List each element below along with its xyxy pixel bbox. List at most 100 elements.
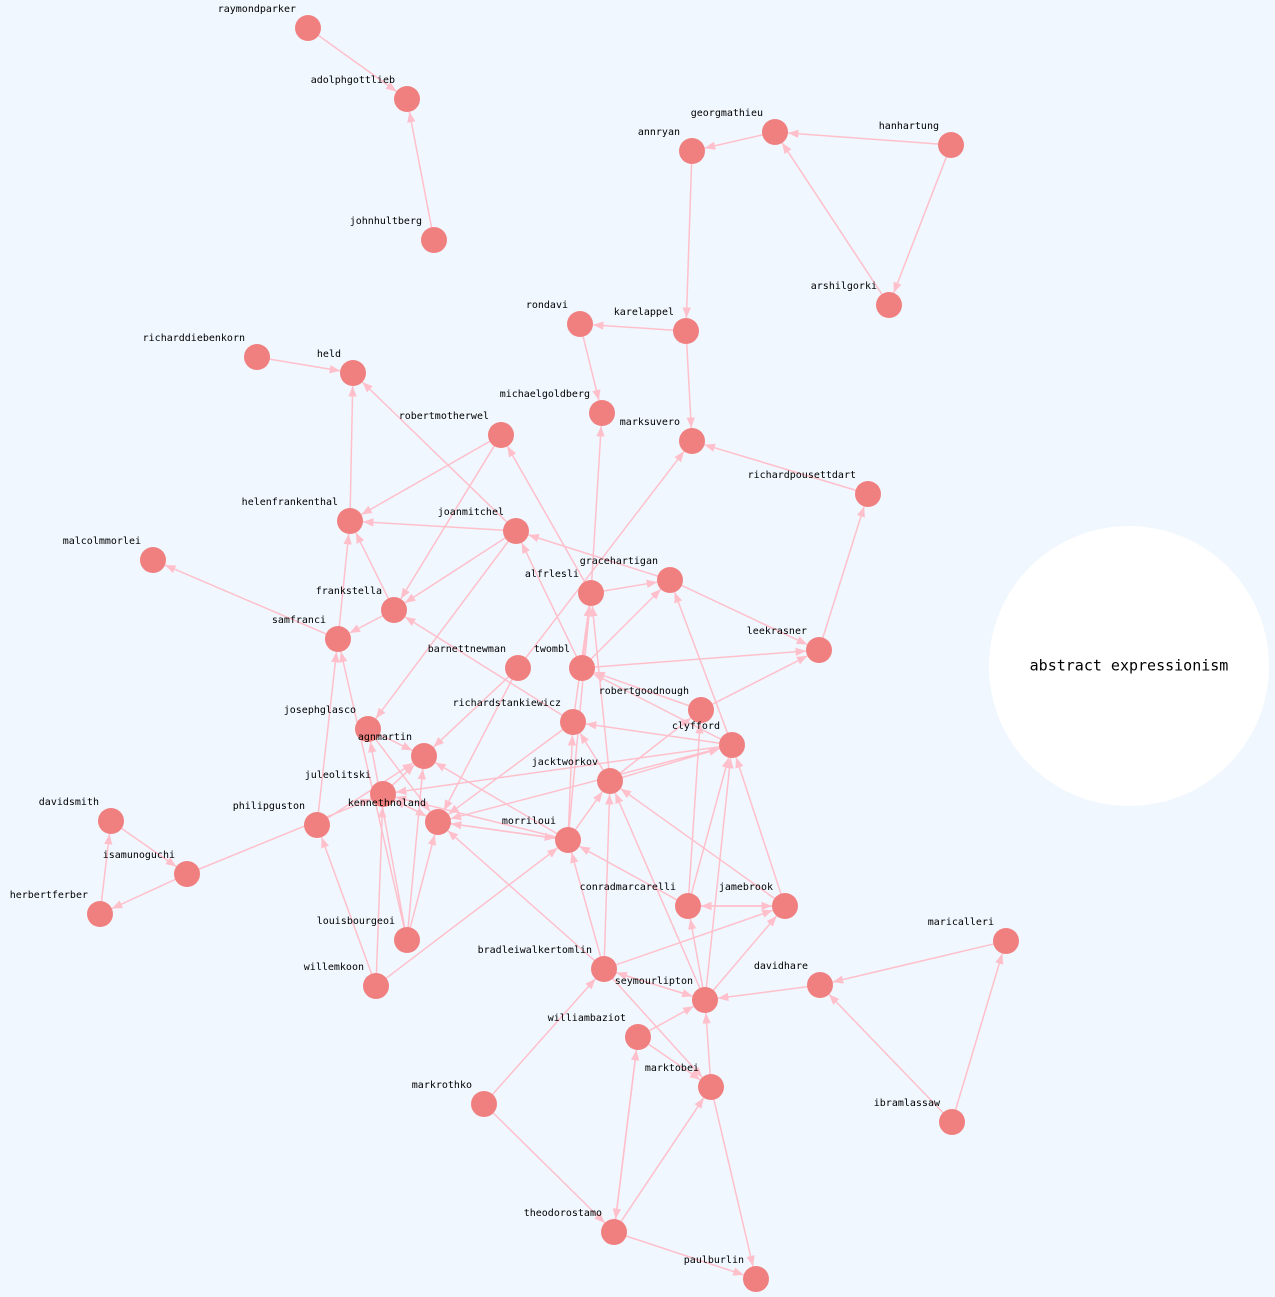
node-helenfrankenthal[interactable]: helenfrankenthal [242, 497, 363, 534]
node-raymondparker[interactable]: raymondparker [218, 4, 321, 41]
node-malcolmmorlei[interactable]: malcolmmorlei [63, 536, 166, 573]
node-juleolitski[interactable]: juleolitski [305, 770, 396, 807]
node-circle[interactable] [295, 15, 321, 41]
node-marksuvero[interactable]: marksuvero [620, 417, 705, 454]
node-circle[interactable] [325, 626, 351, 652]
node-circle[interactable] [569, 655, 595, 681]
node-circle[interactable] [625, 1024, 651, 1050]
node-circle[interactable] [591, 956, 617, 982]
node-frankstella[interactable]: frankstella [316, 586, 407, 623]
node-louisbourgeoi[interactable]: louisbourgeoi [317, 916, 420, 953]
node-circle[interactable] [337, 508, 363, 534]
node-philipguston[interactable]: philipguston [233, 801, 330, 838]
node-conradmarcarelli[interactable]: conradmarcarelli [580, 882, 701, 919]
node-annryan[interactable]: annryan [638, 127, 705, 164]
node-circle[interactable] [555, 827, 581, 853]
node-circle[interactable] [939, 1109, 965, 1135]
node-maricalleri[interactable]: maricalleri [928, 917, 1019, 954]
node-circle[interactable] [772, 893, 798, 919]
node-gracehartigan[interactable]: gracehartigan [580, 556, 683, 593]
node-michaelgoldberg[interactable]: michaelgoldberg [500, 389, 615, 426]
node-circle[interactable] [411, 743, 437, 769]
node-joanmitchel[interactable]: joanmitchel [438, 507, 529, 544]
node-georgmathieu[interactable]: georgmathieu [691, 108, 788, 145]
node-circle[interactable] [688, 697, 714, 723]
node-circle[interactable] [381, 597, 407, 623]
node-circle[interactable] [679, 138, 705, 164]
node-bradleiwalkertomlin[interactable]: bradleiwalkertomlin [478, 945, 617, 982]
node-rondavi[interactable]: rondavi [526, 300, 593, 337]
node-circle[interactable] [425, 809, 451, 835]
node-richardpousettdart[interactable]: richardpousettdart [748, 470, 881, 507]
node-alfrlesli[interactable]: alfrlesli [525, 569, 604, 606]
node-circle[interactable] [597, 768, 623, 794]
node-davidhare[interactable]: davidhare [754, 961, 833, 998]
node-circle[interactable] [244, 344, 270, 370]
node-robertgoodnough[interactable]: robertgoodnough [599, 686, 714, 723]
node-adolphgottlieb[interactable]: adolphgottlieb [311, 75, 420, 112]
node-circle[interactable] [855, 481, 881, 507]
node-circle[interactable] [806, 637, 832, 663]
node-circle[interactable] [363, 973, 389, 999]
node-circle[interactable] [719, 732, 745, 758]
node-ibramlassaw[interactable]: ibramlassaw [874, 1098, 965, 1135]
node-johnhultberg[interactable]: johnhultberg [350, 216, 447, 253]
node-circle[interactable] [567, 311, 593, 337]
node-circle[interactable] [503, 518, 529, 544]
node-circle[interactable] [692, 987, 718, 1013]
node-circle[interactable] [601, 1219, 627, 1245]
node-samfranci[interactable]: samfranci [272, 615, 351, 652]
node-circle[interactable] [355, 716, 381, 742]
node-circle[interactable] [488, 422, 514, 448]
node-circle[interactable] [762, 119, 788, 145]
node-circle[interactable] [876, 292, 902, 318]
node-twombl[interactable]: twombl [534, 644, 595, 681]
node-herbertferber[interactable]: herbertferber [10, 890, 113, 927]
node-circle[interactable] [938, 132, 964, 158]
node-circle[interactable] [675, 893, 701, 919]
node-kennethnoland[interactable]: kennethnoland [348, 798, 451, 835]
node-barnettnewman[interactable]: barnettnewman [428, 644, 531, 681]
node-leekrasner[interactable]: leekrasner [747, 626, 832, 663]
node-seymourlipton[interactable]: seymourlipton [615, 976, 718, 1013]
node-circle[interactable] [370, 781, 396, 807]
node-circle[interactable] [174, 861, 200, 887]
node-circle[interactable] [698, 1074, 724, 1100]
node-davidsmith[interactable]: davidsmith [39, 797, 124, 834]
node-hanhartung[interactable]: hanhartung [879, 121, 964, 158]
node-circle[interactable] [505, 655, 531, 681]
node-circle[interactable] [673, 318, 699, 344]
node-clyfford[interactable]: clyfford [672, 721, 745, 758]
node-circle[interactable] [578, 580, 604, 606]
node-held[interactable]: held [317, 349, 366, 386]
node-marktobei[interactable]: marktobei [645, 1063, 724, 1100]
node-circle[interactable] [589, 400, 615, 426]
node-circle[interactable] [140, 547, 166, 573]
node-circle[interactable] [657, 567, 683, 593]
node-richardstankiewicz[interactable]: richardstankiewicz [453, 698, 586, 735]
node-willemkoon[interactable]: willemkoon [304, 962, 389, 999]
node-circle[interactable] [304, 812, 330, 838]
node-circle[interactable] [471, 1091, 497, 1117]
node-circle[interactable] [743, 1266, 769, 1292]
node-williambaziot[interactable]: williambaziot [548, 1013, 651, 1050]
node-circle[interactable] [993, 928, 1019, 954]
node-paulburlin[interactable]: paulburlin [684, 1255, 769, 1292]
node-circle[interactable] [679, 428, 705, 454]
node-circle[interactable] [560, 709, 586, 735]
node-circle[interactable] [807, 972, 833, 998]
node-josephglasco[interactable]: josephglasco [284, 705, 381, 742]
node-arshilgorki[interactable]: arshilgorki [811, 281, 902, 318]
node-agnmartin[interactable]: agnmartin [358, 732, 437, 769]
hub-node[interactable]: abstract expressionism [989, 526, 1269, 806]
node-jamebrook[interactable]: jamebrook [719, 882, 798, 919]
node-richarddiebenkorn[interactable]: richarddiebenkorn [143, 333, 270, 370]
node-circle[interactable] [421, 227, 447, 253]
node-karelappel[interactable]: karelappel [614, 307, 699, 344]
node-jacktworkov[interactable]: jacktworkov [532, 757, 623, 794]
node-circle[interactable] [87, 901, 113, 927]
node-circle[interactable] [394, 86, 420, 112]
node-circle[interactable] [394, 927, 420, 953]
node-morriloui[interactable]: morriloui [502, 816, 581, 853]
hub-circle[interactable] [989, 526, 1269, 806]
